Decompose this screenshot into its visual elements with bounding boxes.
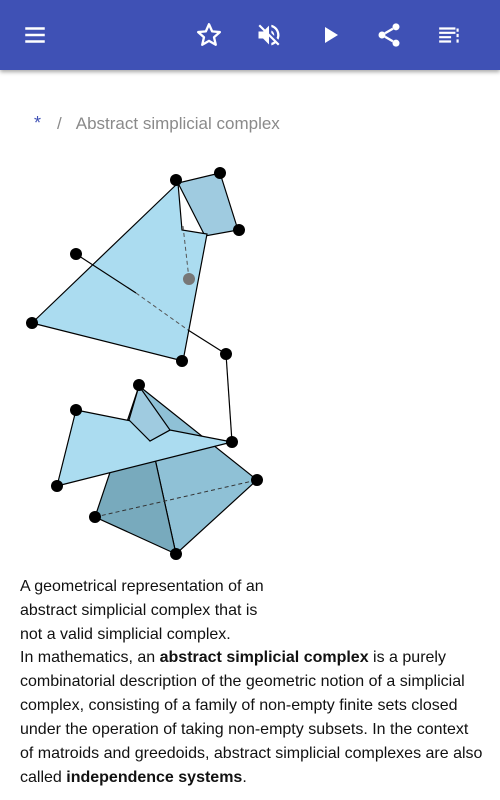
menu-button[interactable] bbox=[15, 15, 55, 55]
vertex bbox=[251, 474, 263, 486]
breadcrumb: * / Abstract simplicial complex bbox=[34, 113, 280, 134]
article-paragraph: In mathematics, an abstract simplicial c… bbox=[20, 646, 485, 790]
breadcrumb-home-link[interactable]: * bbox=[34, 113, 42, 133]
breadcrumb-current: Abstract simplicial complex bbox=[75, 114, 280, 133]
figure-caption-text: A geometrical representation of an abstr… bbox=[20, 578, 264, 643]
vertex bbox=[70, 404, 82, 416]
playlist-button[interactable] bbox=[430, 15, 470, 55]
vertex bbox=[51, 480, 63, 492]
article-text: In mathematics, an bbox=[20, 649, 160, 666]
play-icon bbox=[325, 27, 338, 43]
connector-edge bbox=[225, 353, 233, 443]
star-icon bbox=[196, 23, 222, 46]
mute-button[interactable] bbox=[249, 15, 289, 55]
vertex bbox=[220, 348, 232, 360]
app-toolbar bbox=[0, 0, 500, 70]
simplicial-complex-figure bbox=[26, 167, 263, 560]
article-body: In mathematics, an abstract simplicial c… bbox=[20, 646, 485, 790]
vertex bbox=[89, 511, 101, 523]
vertex bbox=[214, 167, 226, 179]
term-independence-systems: independence systems bbox=[66, 769, 243, 786]
upper-back-flap bbox=[177, 172, 239, 237]
vertex bbox=[70, 248, 82, 260]
upper-large-triangle bbox=[30, 181, 208, 362]
vertex-hidden bbox=[183, 273, 195, 285]
share-button[interactable] bbox=[369, 15, 409, 55]
playlist-icon bbox=[439, 27, 459, 43]
upper-hidden-edge-1 bbox=[182, 225, 190, 280]
vertex bbox=[233, 224, 245, 236]
article-text: . bbox=[242, 769, 247, 786]
volume-off-icon bbox=[258, 24, 280, 46]
term-abstract-simplicial-complex: abstract simplicial complex bbox=[159, 649, 369, 666]
vertex bbox=[170, 174, 182, 186]
upper-hidden-edge-2 bbox=[135, 292, 189, 331]
favorite-button[interactable] bbox=[189, 15, 229, 55]
upper-edge-a bbox=[75, 253, 137, 294]
share-icon bbox=[378, 23, 400, 47]
vertex bbox=[133, 379, 145, 391]
menu-icon bbox=[25, 27, 45, 43]
vertex bbox=[226, 436, 238, 448]
vertex bbox=[176, 355, 188, 367]
breadcrumb-separator: / bbox=[57, 114, 62, 133]
play-button[interactable] bbox=[310, 15, 350, 55]
article-text: is a purely combinatorial description of… bbox=[20, 649, 483, 786]
vertex bbox=[170, 548, 182, 560]
lower-sheet-fold bbox=[128, 384, 171, 442]
vertex bbox=[26, 317, 38, 329]
upper-edge-b bbox=[187, 329, 227, 355]
figure-caption: A geometrical representation of an abstr… bbox=[20, 575, 280, 647]
